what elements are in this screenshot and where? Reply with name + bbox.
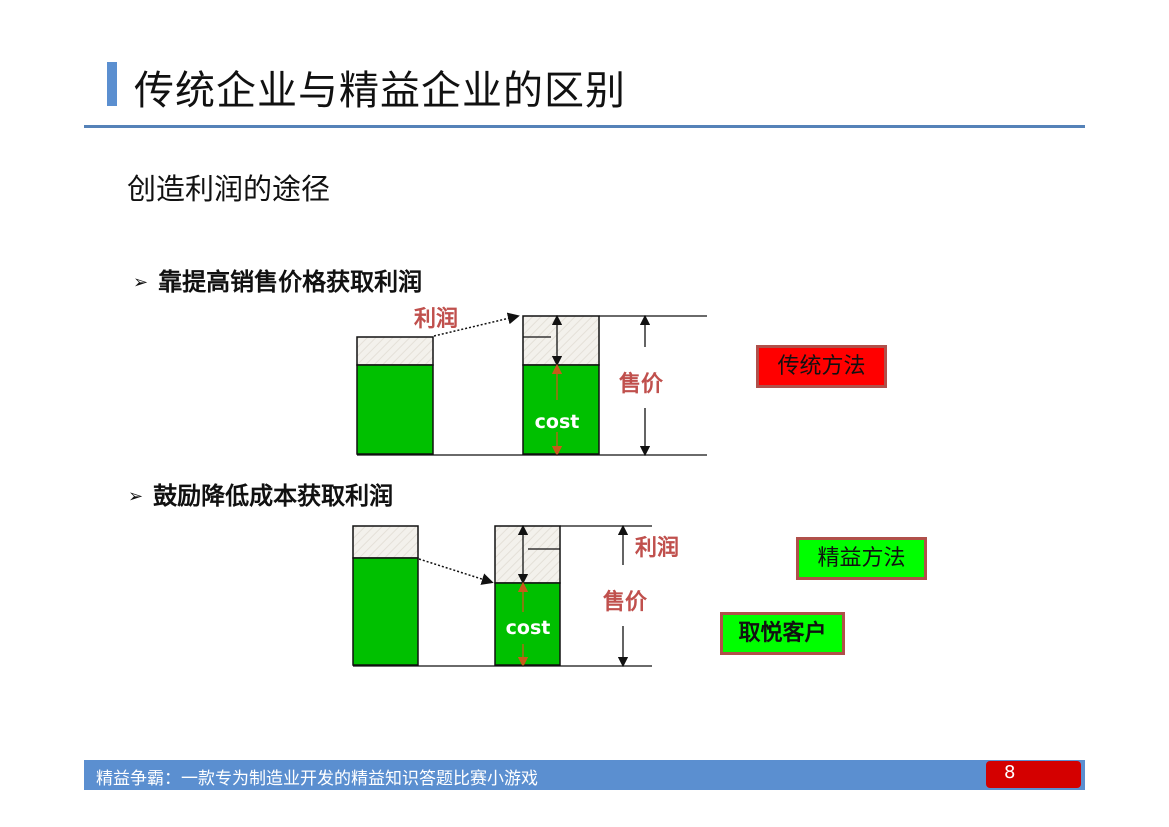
profit-segment [352,525,419,559]
profit-segment [522,315,600,366]
page-number-badge [986,761,1081,788]
title-divider [84,125,1085,128]
cost-segment [352,557,419,666]
profit-segment [356,336,434,366]
traditional-diagram: cost [356,312,707,457]
lean-diagram: cost [352,524,652,668]
cost-segment [522,364,600,455]
bullet-text: 靠提高销售价格获取利润 [158,268,423,296]
dotted-arrow [433,312,520,337]
bullet-reduce-cost: ➢ 鼓励降低成本获取利润 [128,476,393,511]
cost-label: cost [506,617,551,639]
bullet-raise-price: ➢ 靠提高销售价格获取利润 [133,262,422,297]
footer-text: 精益争霸：一款专为制造业开发的精益知识答题比赛小游戏 [96,769,538,789]
price-label: 售价 [619,372,664,397]
footer-bar [84,760,1085,790]
cost-segment [494,582,561,666]
cost-label: cost [535,411,580,433]
profit-label: 利润 [414,307,459,332]
traditional-method-box: 传统方法 [756,345,887,388]
arrowhead-bullet-icon: ➢ [128,486,144,507]
dotted-arrow [418,558,494,585]
page-title: 传统企业与精益企业的区别 [134,68,626,114]
title-accent-bar [107,62,117,106]
profit-segment [494,525,561,584]
price-label: 售价 [603,590,648,615]
page-number: 8 [1004,762,1016,783]
please-customer-box: 取悦客户 [720,612,845,655]
lean-method-box: 精益方法 [796,537,927,580]
section-subtitle: 创造利润的途径 [127,172,331,206]
profit-label: 利润 [635,536,680,561]
cost-segment [356,364,434,455]
bullet-text: 鼓励降低成本获取利润 [153,482,394,510]
arrowhead-bullet-icon: ➢ [133,272,149,293]
